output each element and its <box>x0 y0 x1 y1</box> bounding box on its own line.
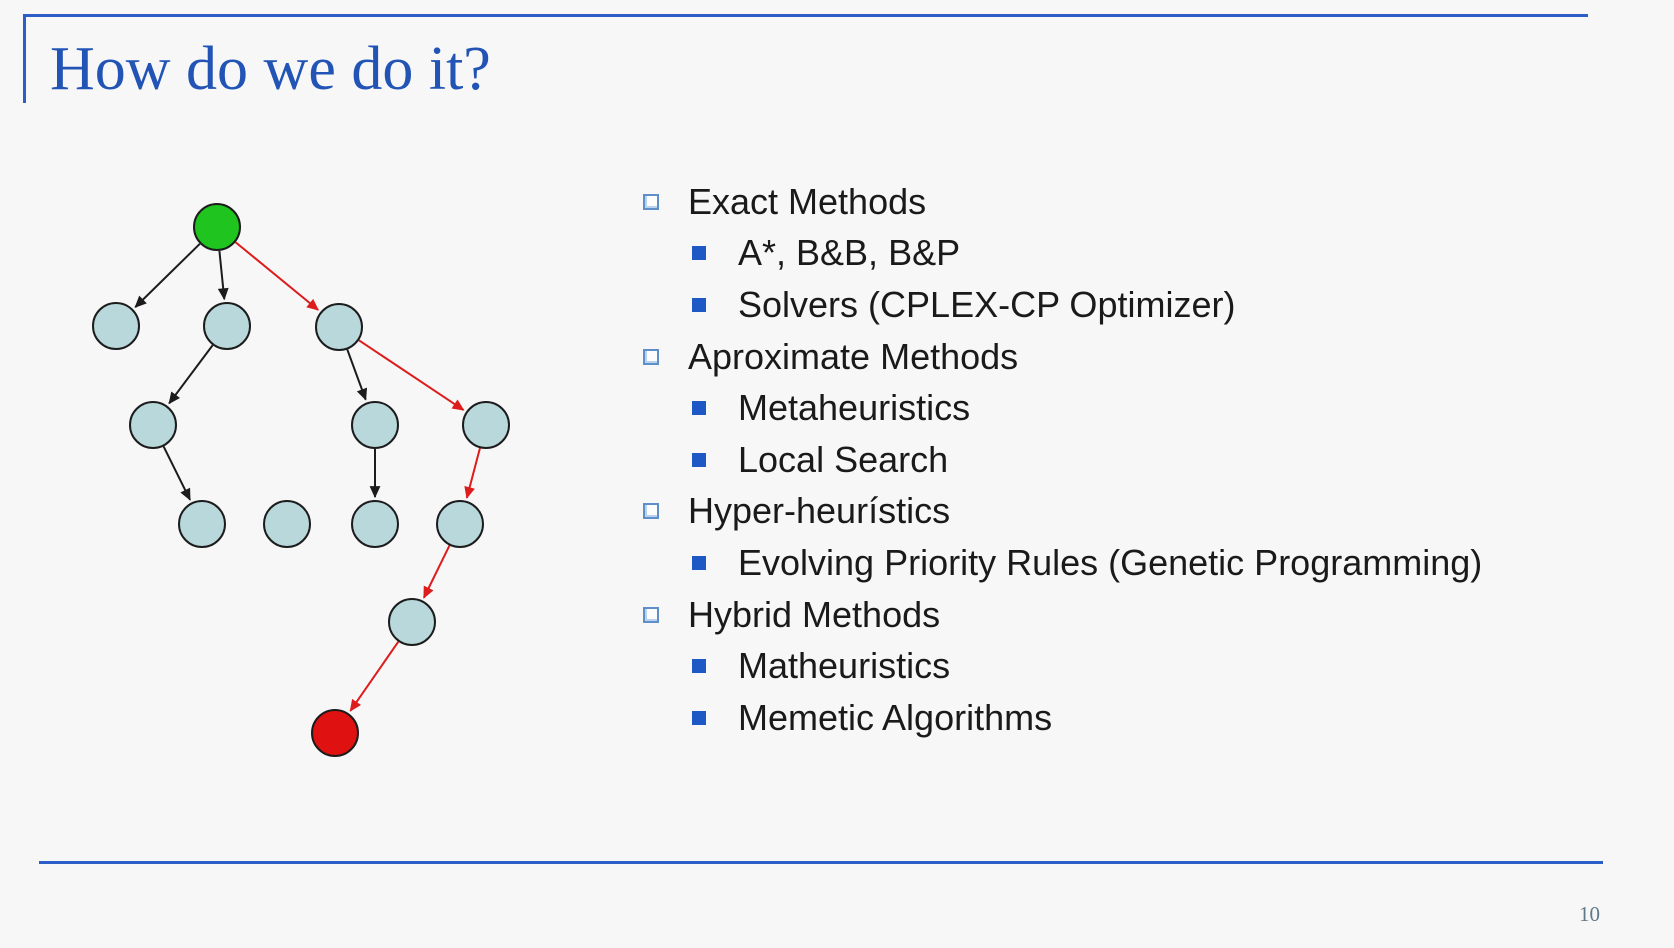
bullet-square-hollow-icon <box>643 606 659 623</box>
bullet-square-hollow-icon <box>643 348 659 365</box>
search-tree-diagram <box>92 203 510 757</box>
tree-edge-red <box>358 339 465 411</box>
tree-node <box>388 598 436 646</box>
list-item: Hyper-heurístics <box>643 486 1643 538</box>
bullet-square-solid-icon <box>692 401 706 416</box>
list-item: A*, B&B, B&P <box>692 228 1643 280</box>
list-item-label: Solvers (CPLEX-CP Optimizer) <box>738 283 1236 325</box>
page-number: 10 <box>1579 902 1600 926</box>
list-item-label: Evolving Priority Rules (Genetic Program… <box>738 541 1483 583</box>
list-item-label: Aproximate Methods <box>688 335 1019 377</box>
tree-node <box>92 302 140 350</box>
tree-edge-red <box>234 241 319 311</box>
list-item: Exact Methods <box>643 176 1643 228</box>
list-item: Solvers (CPLEX-CP Optimizer) <box>692 279 1643 331</box>
tree-node <box>315 303 363 351</box>
tree-edge-red <box>422 545 451 599</box>
left-accent-rule <box>23 14 26 103</box>
list-item-label: Exact Methods <box>688 180 927 222</box>
tree-goal-node <box>311 709 359 757</box>
list-item: Aproximate Methods <box>643 331 1643 383</box>
list-item-label: Hybrid Methods <box>688 593 941 635</box>
tree-edge-red <box>349 641 400 712</box>
tree-node <box>203 302 251 350</box>
list-item: Metaheuristics <box>692 382 1643 434</box>
list-item-label: Matheuristics <box>738 645 951 687</box>
list-item: Hybrid Methods <box>643 589 1643 641</box>
list-item: Memetic Algorithms <box>692 692 1643 744</box>
tree-node <box>436 500 484 548</box>
tree-node <box>351 500 399 548</box>
list-item-label: Local Search <box>738 438 949 480</box>
tree-edge-black <box>346 349 368 401</box>
bullet-square-solid-icon <box>692 710 706 725</box>
bullet-square-solid-icon <box>692 452 706 467</box>
tree-node <box>178 500 226 548</box>
tree-edge-red <box>464 447 481 499</box>
list-item: Local Search <box>692 434 1643 486</box>
tree-edge-black <box>134 243 201 308</box>
slide-title: How do we do it? <box>50 35 491 103</box>
tree-node <box>129 401 177 449</box>
bullet-square-solid-icon <box>692 555 706 570</box>
bottom-rule <box>39 861 1603 864</box>
bullet-square-solid-icon <box>692 297 706 312</box>
list-item-label: A*, B&B, B&P <box>738 232 961 274</box>
list-item-label: Hyper-heurístics <box>688 490 951 532</box>
tree-node <box>462 401 510 449</box>
bullet-square-hollow-icon <box>643 193 659 210</box>
tree-node <box>351 401 399 449</box>
list-item-label: Metaheuristics <box>738 387 971 429</box>
bullet-square-hollow-icon <box>643 503 659 520</box>
tree-edge-black <box>162 446 191 501</box>
bullet-square-solid-icon <box>692 659 706 674</box>
list-item: Matheuristics <box>692 640 1643 692</box>
tree-edge-black <box>217 250 229 301</box>
tree-node <box>263 500 311 548</box>
tree-start-node <box>193 203 241 251</box>
bullet-square-solid-icon <box>692 246 706 261</box>
tree-edge-black <box>168 344 214 405</box>
top-rule <box>23 14 1588 17</box>
list-item: Evolving Priority Rules (Genetic Program… <box>692 537 1643 589</box>
list-item-label: Memetic Algorithms <box>738 696 1053 738</box>
